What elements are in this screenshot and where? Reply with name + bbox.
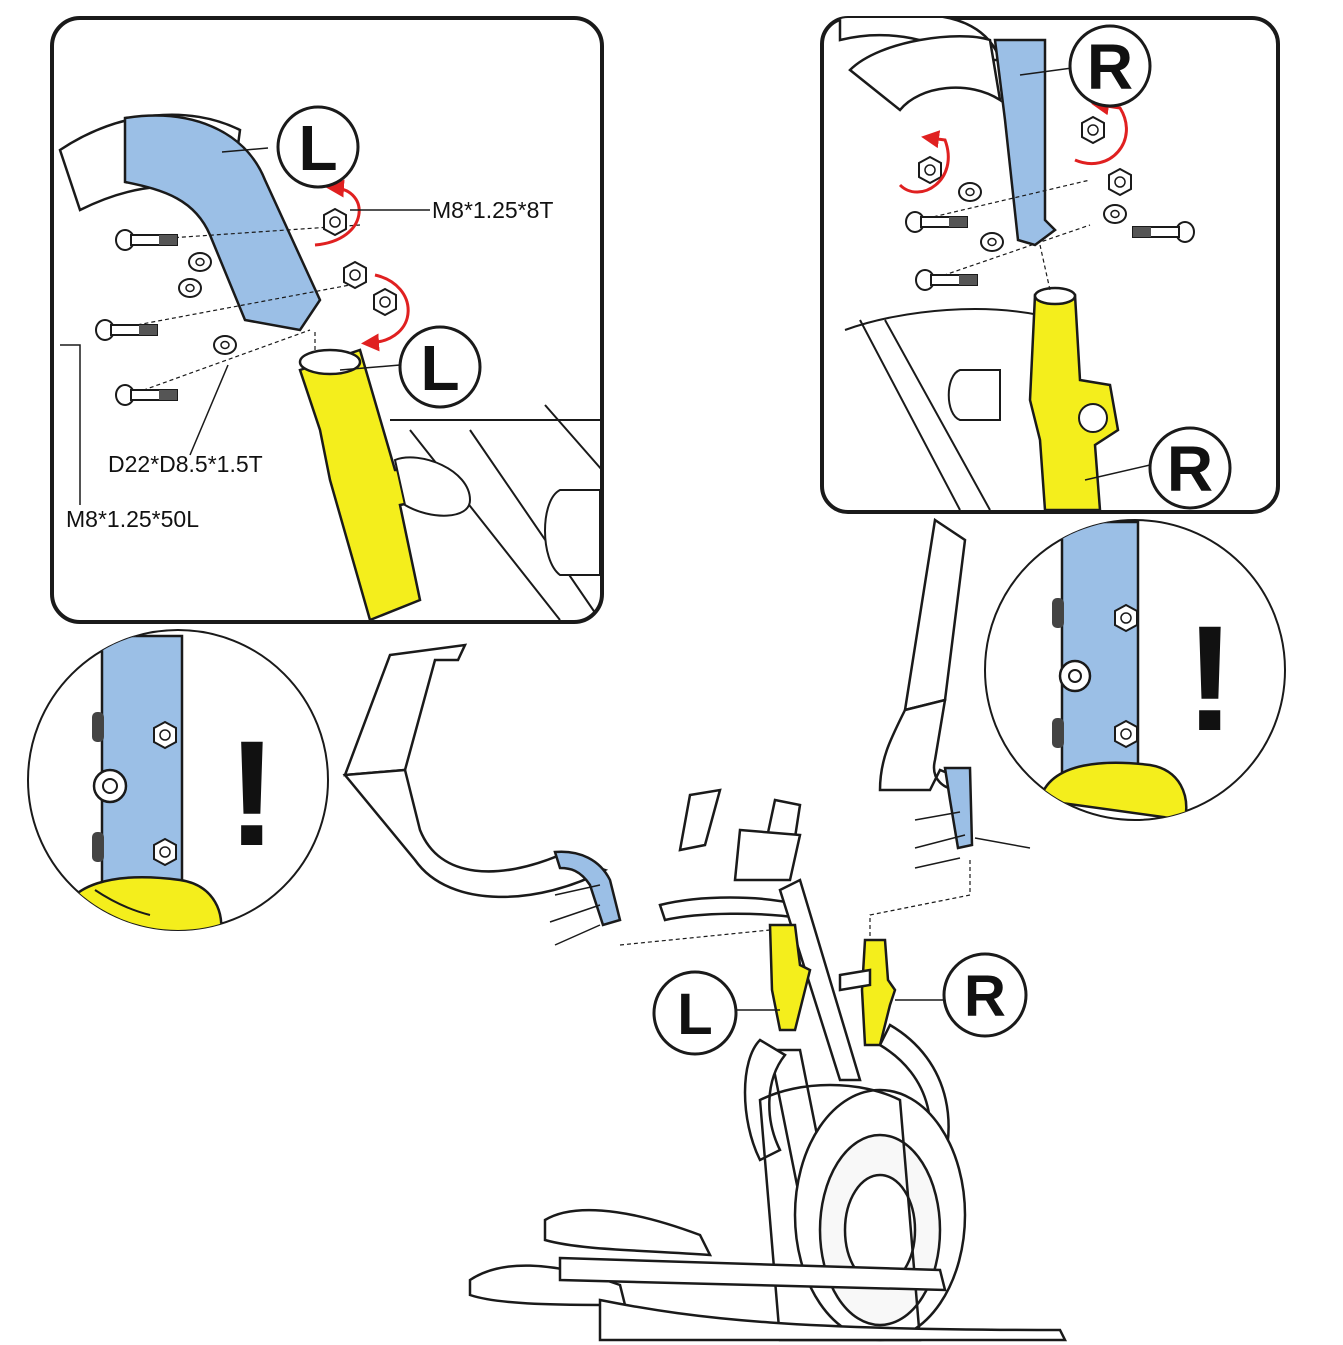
rotate-arrow-icon	[898, 130, 950, 194]
svg-text:L: L	[677, 982, 712, 1047]
side-badge-left-top	[276, 105, 360, 189]
warning-icon: !	[227, 709, 277, 877]
warning-icon: !	[1185, 594, 1235, 762]
nut-spec-label: M8*1.25*8T	[432, 197, 553, 223]
rotate-arrow-icon	[1074, 97, 1128, 166]
svg-text:R: R	[964, 964, 1006, 1029]
side-badge-right-bottom	[1148, 426, 1232, 510]
right-detail-panel: R R	[820, 16, 1280, 514]
left-warning-detail: !	[27, 629, 329, 931]
handlebar-tube-right	[993, 38, 1057, 247]
svg-text:R: R	[1167, 433, 1213, 505]
handlebar-tube-left	[123, 114, 322, 332]
main-post-right-yellow	[860, 938, 897, 1047]
washer-spec-label: D22*D8.5*1.5T	[108, 451, 263, 477]
main-handlebar-left-blue	[553, 850, 622, 927]
main-handlebar-right-blue	[943, 766, 974, 850]
svg-text:L: L	[420, 332, 459, 404]
bolt-spec-label: M8*1.25*50L	[66, 506, 199, 532]
main-badge-right	[942, 952, 1028, 1038]
svg-text:R: R	[1087, 31, 1133, 103]
side-badge-left-bottom	[398, 325, 482, 409]
rotate-arrow-icon	[361, 273, 410, 352]
lower-post-right	[1028, 293, 1120, 512]
rotate-arrow-icon	[314, 179, 361, 247]
left-detail-panel: M8*1.25*8T D22*D8.5*1.5T M8*1.25*50L L L	[50, 16, 604, 624]
svg-text:L: L	[298, 112, 337, 184]
main-badge-left	[652, 970, 738, 1056]
main-post-left-yellow	[768, 923, 812, 1032]
lower-post-left	[298, 348, 432, 622]
right-warning-detail: !	[984, 519, 1286, 821]
main-machine-view	[342, 517, 1068, 1342]
side-badge-right-top	[1068, 24, 1152, 108]
